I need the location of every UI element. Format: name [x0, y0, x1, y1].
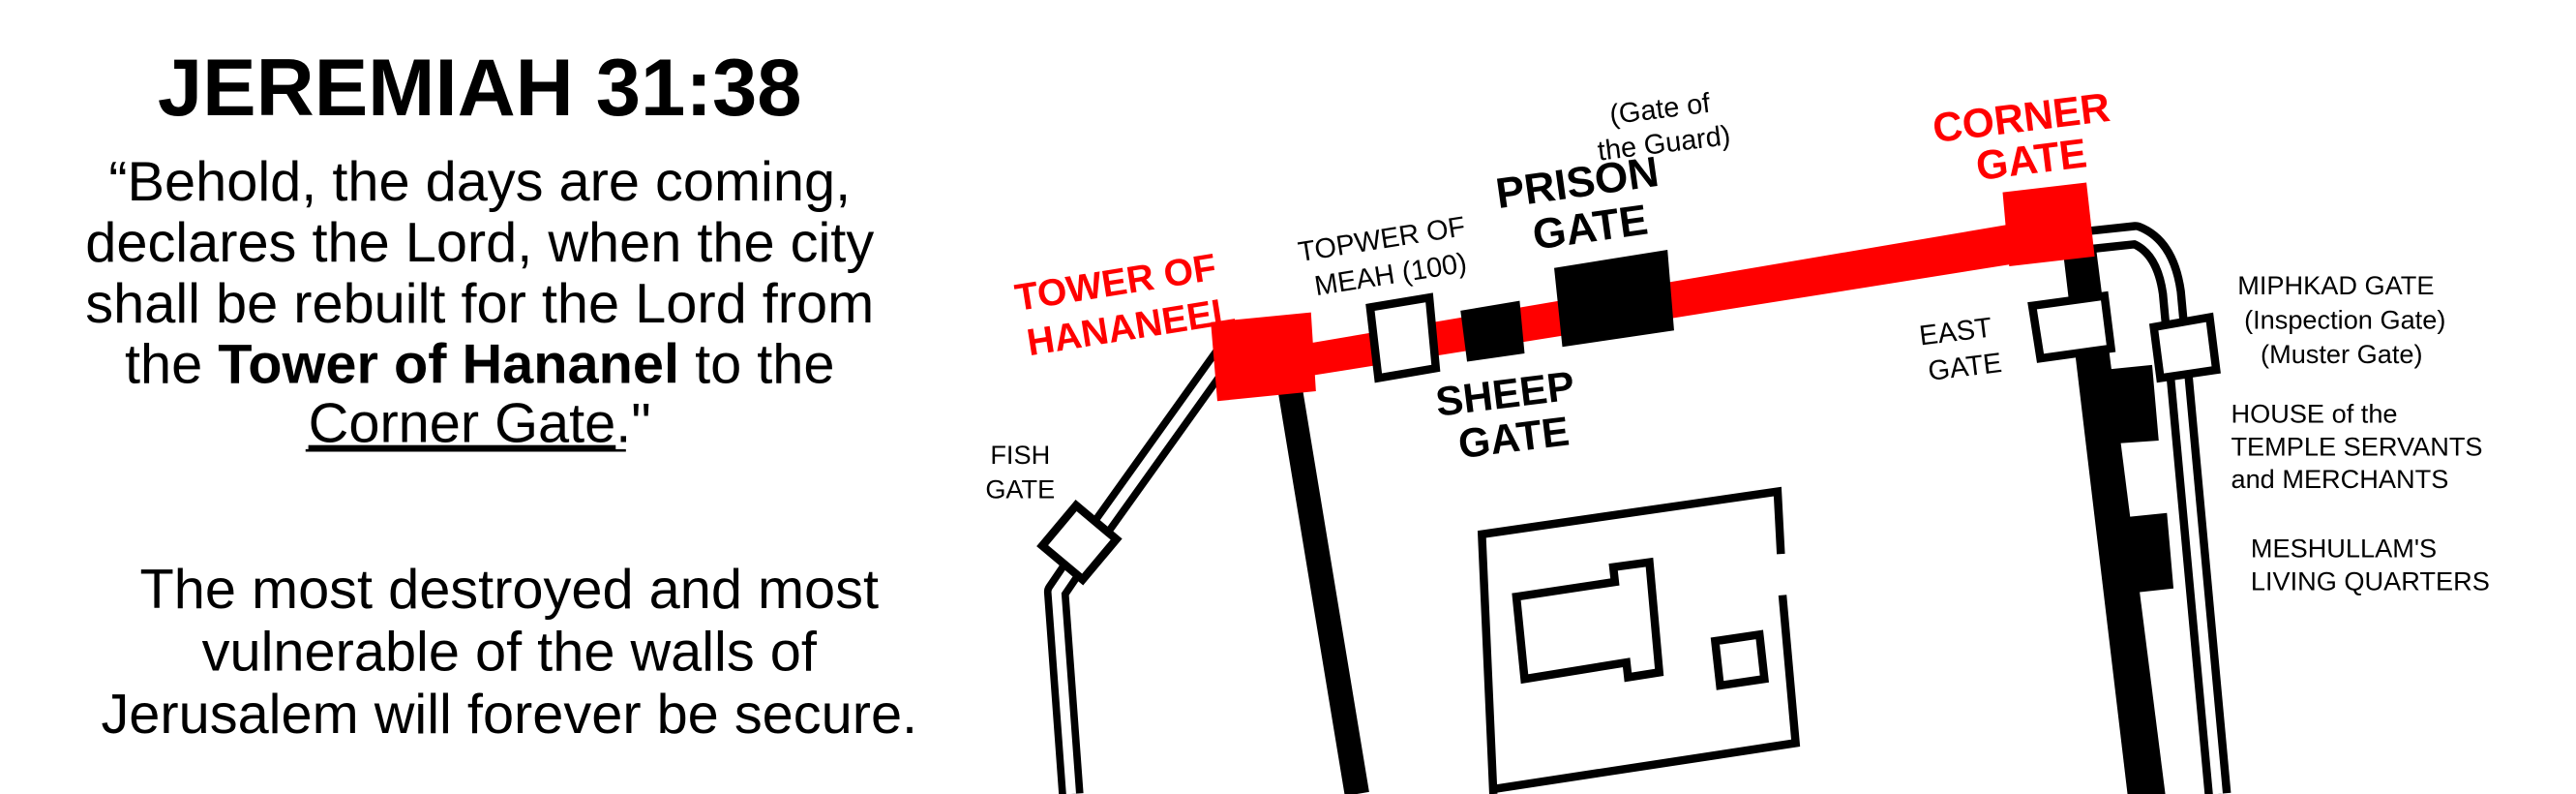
tower-of-meah-marker [1365, 292, 1441, 383]
house-block [2103, 364, 2159, 444]
commentary-line: vulnerable of the walls of [202, 622, 818, 684]
house-temple-servants-label: TEMPLE SERVANTS [2231, 431, 2482, 461]
fish-gate-marker [1036, 499, 1123, 586]
east-gate-marker [2027, 290, 2116, 363]
fish-gate-label: GATE [985, 473, 1055, 504]
sheep-gate-marker [1460, 300, 1525, 362]
temple-building [1512, 557, 1664, 685]
house-temple-servants-label: HOUSE of the [2231, 398, 2397, 428]
miphkad-gate-marker [2148, 312, 2221, 383]
quote-line: “Behold, the days are coming, [108, 151, 851, 213]
east-gate-label: EAST [1918, 313, 1994, 352]
scripture-quote: “Behold, the days are coming, declares t… [85, 151, 874, 455]
commentary: The most destroyed and most vulnerable o… [101, 559, 917, 746]
map: (Gate of the Guard) PRISON GATE CORNER G… [985, 84, 2490, 794]
miphkad-gate-label: (Muster Gate) [2261, 339, 2423, 369]
meshullam-label: MESHULLAM'S [2251, 534, 2437, 564]
quote-line: declares the Lord, when the city [85, 212, 874, 274]
east-gate-label: GATE [1927, 348, 2004, 387]
quote-line: shall be rebuilt for the Lord from [85, 273, 874, 335]
house-temple-servants-label: and MERCHANTS [2231, 464, 2448, 494]
inner-wall-west [1277, 383, 1369, 794]
east-double-wall [2088, 222, 2232, 794]
page-title: JEREMIAH 31:38 [158, 43, 802, 133]
meshullam-label: LIVING QUARTERS [2251, 565, 2490, 596]
tower-of-hananel-emphasis: Tower of Hananel [218, 334, 679, 396]
commentary-line: The most destroyed and most [140, 559, 880, 621]
corner-gate-underlined: Corner Gate [309, 393, 616, 455]
altar [1710, 629, 1770, 690]
scripture-panel: JEREMIAH 31:38 “Behold, the days are com… [85, 43, 917, 746]
prison-gate-marker [1554, 250, 1674, 348]
tower-of-hananeel-marker [1211, 312, 1316, 402]
miphkad-gate-label: MIPHKAD GATE [2237, 270, 2434, 300]
quote-line: Corner Gate." [309, 393, 651, 455]
temple-complex [1477, 486, 1801, 794]
quote-line: the Tower of Hananel to the [125, 334, 835, 396]
house-block [2119, 512, 2174, 594]
miphkad-gate-label: (Inspection Gate) [2244, 305, 2445, 335]
corner-gate-marker [2002, 182, 2095, 267]
map-labels: (Gate of the Guard) PRISON GATE CORNER G… [985, 84, 2490, 596]
fish-gate-label: FISH [990, 440, 1050, 470]
commentary-line: Jerusalem will forever be secure. [101, 684, 917, 746]
east-inner-wall [2063, 250, 2174, 794]
